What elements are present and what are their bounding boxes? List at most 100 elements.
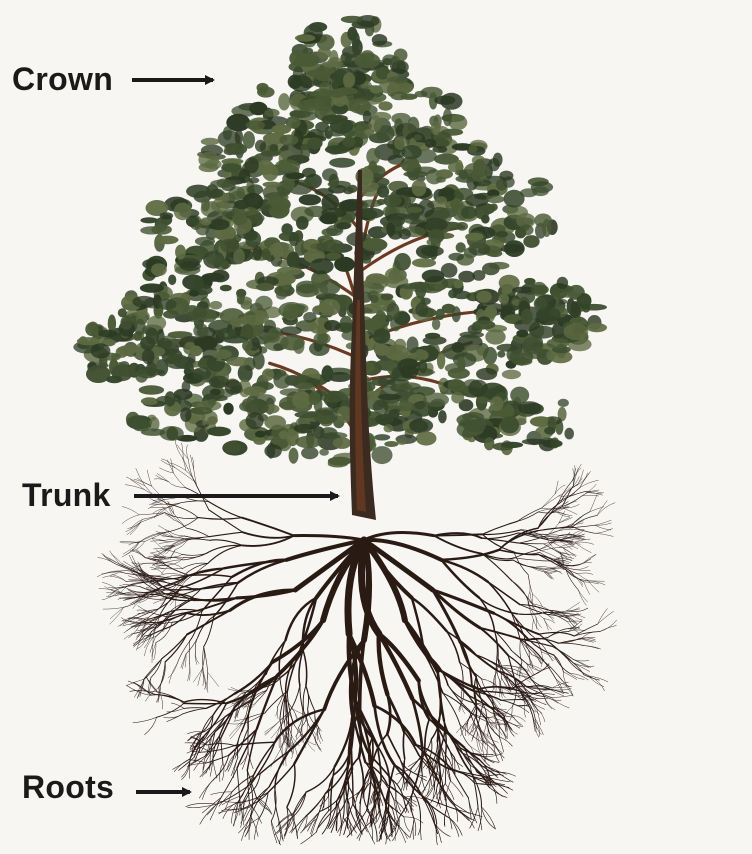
needle-cluster	[425, 139, 437, 148]
needle-cluster	[303, 177, 317, 187]
needle-cluster	[521, 309, 533, 325]
needle-cluster	[523, 235, 539, 248]
needle-cluster	[309, 22, 328, 32]
root-segment	[168, 502, 174, 514]
root-segment	[209, 510, 243, 532]
crown-label: Crown	[12, 63, 113, 95]
root-segment	[124, 632, 143, 640]
root-segment	[545, 570, 556, 572]
root-segment	[164, 714, 183, 718]
root-segment	[306, 794, 326, 817]
needle-cluster	[412, 180, 427, 197]
root-segment	[202, 780, 213, 799]
needle-cluster	[309, 392, 321, 405]
root-segment	[481, 807, 495, 829]
root-segment	[293, 792, 306, 814]
needle-cluster	[415, 91, 428, 98]
needle-cluster	[211, 378, 220, 387]
root-segment	[598, 611, 614, 624]
needle-cluster	[249, 177, 260, 183]
root-segment	[545, 649, 552, 661]
root-segment	[122, 515, 139, 524]
root-segment	[210, 540, 243, 546]
needle-cluster	[278, 93, 290, 110]
needle-cluster	[335, 87, 358, 95]
needle-cluster	[373, 400, 389, 415]
needle-cluster	[421, 298, 431, 305]
needle-cluster	[264, 109, 279, 117]
needle-cluster	[279, 431, 288, 440]
needle-cluster	[186, 185, 210, 198]
root-segment	[538, 693, 555, 694]
root-segment	[199, 780, 213, 798]
needle-cluster	[210, 189, 223, 198]
needle-cluster	[278, 302, 304, 319]
root-segment	[254, 818, 259, 839]
needle-cluster	[210, 179, 236, 187]
needle-cluster	[174, 389, 193, 400]
root-segment	[563, 508, 577, 514]
root-segment	[532, 620, 534, 633]
root-segment	[110, 607, 124, 624]
root-segment	[110, 576, 126, 581]
root-segment	[395, 824, 396, 840]
root-segment	[558, 552, 567, 557]
needle-cluster	[262, 248, 271, 260]
needle-cluster	[303, 312, 316, 323]
root-segment	[396, 824, 407, 839]
needle-cluster	[238, 169, 250, 183]
root-segment	[157, 474, 168, 482]
root-segment	[580, 473, 590, 488]
needle-cluster	[246, 401, 269, 415]
root-segment	[569, 529, 584, 530]
needle-cluster	[139, 385, 164, 395]
needle-cluster	[288, 75, 302, 89]
needle-cluster	[85, 322, 98, 336]
needle-cluster	[160, 212, 174, 219]
needle-cluster	[324, 320, 340, 331]
needle-cluster	[287, 252, 300, 269]
needle-cluster	[322, 61, 340, 67]
needle-cluster	[559, 291, 581, 298]
needle-cluster	[502, 370, 521, 380]
root-segment	[513, 560, 531, 567]
needle-cluster	[383, 195, 402, 208]
root-segment	[147, 470, 151, 486]
needle-cluster	[360, 208, 384, 219]
root-segment	[268, 764, 294, 793]
needle-cluster	[193, 324, 208, 338]
needle-cluster	[395, 401, 415, 411]
root-segment	[233, 802, 240, 825]
needle-cluster	[199, 163, 219, 172]
root-segment	[247, 729, 256, 770]
root-segment	[225, 755, 234, 771]
needle-cluster	[263, 182, 281, 188]
needle-cluster	[223, 126, 232, 140]
needle-cluster	[425, 333, 440, 339]
root-segment	[145, 717, 157, 734]
needle-cluster	[499, 171, 513, 181]
needle-cluster	[375, 414, 394, 425]
needle-cluster	[189, 290, 199, 297]
needle-cluster	[201, 138, 219, 146]
needle-cluster	[370, 295, 378, 303]
needle-cluster	[384, 424, 394, 432]
root-segment	[584, 582, 590, 595]
root-segment	[397, 775, 403, 784]
root-segment	[588, 581, 599, 592]
needle-cluster	[442, 304, 456, 314]
needle-cluster	[192, 307, 207, 318]
needle-cluster	[262, 368, 274, 380]
needle-cluster	[558, 399, 569, 407]
needle-cluster	[246, 412, 264, 429]
root-segment	[162, 635, 187, 659]
needle-cluster	[135, 369, 148, 383]
root-segment	[219, 792, 232, 806]
needle-cluster	[315, 188, 334, 196]
needle-cluster	[550, 437, 559, 448]
needle-cluster	[279, 135, 298, 146]
root-segment	[144, 659, 162, 680]
needle-cluster	[262, 163, 278, 181]
root-segment	[187, 528, 210, 537]
root-segment	[166, 515, 174, 520]
